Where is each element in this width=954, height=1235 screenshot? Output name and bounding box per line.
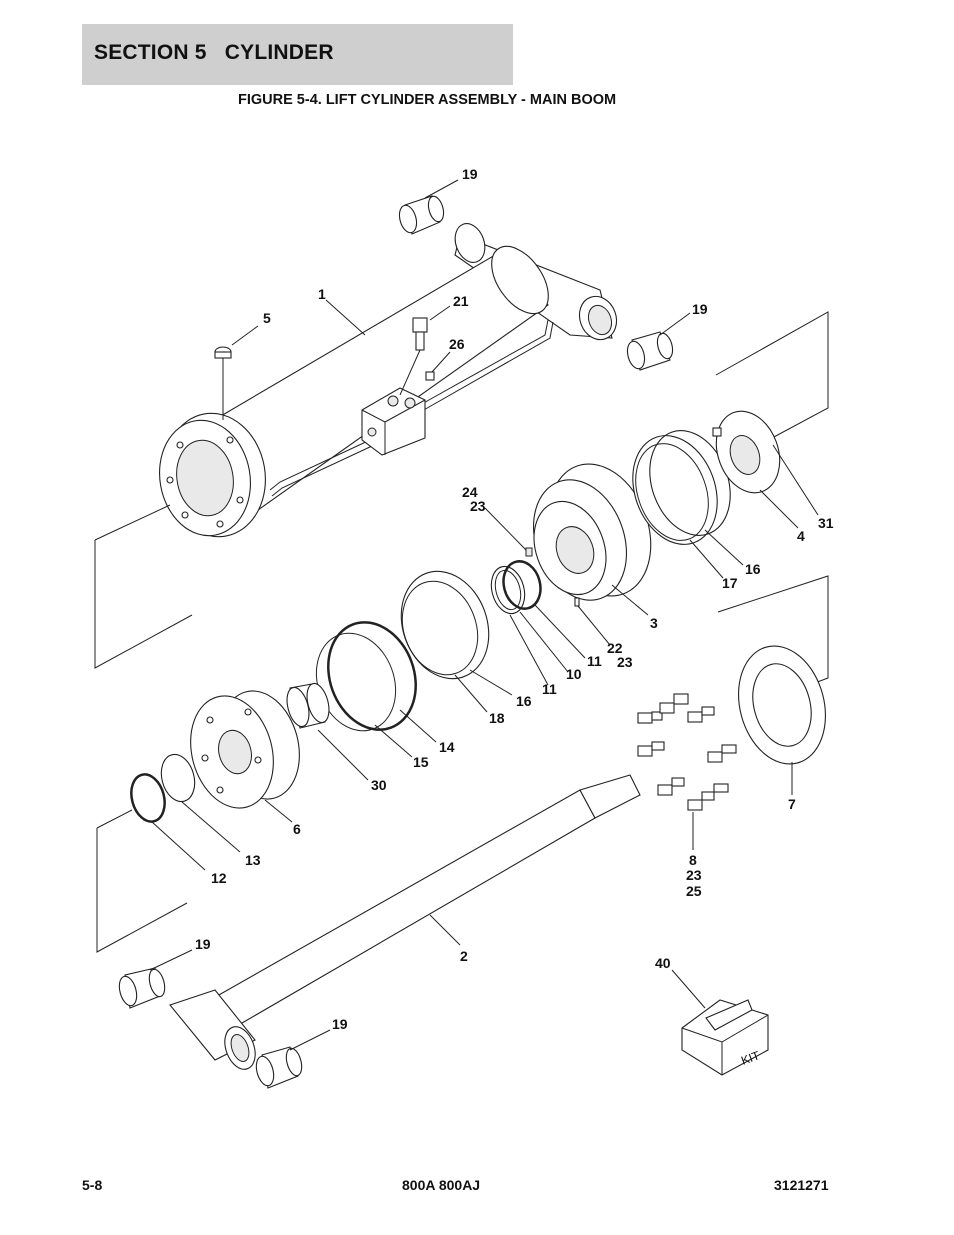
footer-model: 800A 800AJ <box>402 1177 481 1193</box>
bushing-top <box>398 179 459 235</box>
plug-5 <box>214 325 259 420</box>
gland-4 <box>712 410 819 529</box>
callout-30: 30 <box>371 777 387 793</box>
callout-23-bolts: 23 <box>686 867 702 883</box>
callout-5: 5 <box>263 310 271 326</box>
callout-16-right: 16 <box>745 561 761 577</box>
callout-14: 14 <box>439 739 455 755</box>
cylinder-rod-2 <box>169 774 641 1070</box>
callout-22: 22 <box>607 640 623 656</box>
setscrew-24 <box>484 507 533 557</box>
section-header: SECTION 5 CYLINDER <box>82 24 513 85</box>
section-title: SECTION 5 CYLINDER <box>94 41 334 64</box>
piston-3 <box>532 463 652 616</box>
seal-rings <box>490 560 586 686</box>
footer-page-number: 5-8 <box>82 1177 103 1193</box>
plug-26 <box>425 351 451 381</box>
wear-rings-right <box>632 430 744 579</box>
callout-11-upper: 11 <box>587 653 602 669</box>
callout-3: 3 <box>650 615 658 631</box>
callout-23-piston: 23 <box>470 498 486 514</box>
callouts: 19 19 19 19 1 5 21 26 24 23 31 4 16 17 3… <box>195 166 834 1068</box>
callout-13: 13 <box>245 852 261 868</box>
fitting-21 <box>399 305 451 396</box>
callout-26: 26 <box>449 336 465 352</box>
pin-22 <box>574 597 611 646</box>
callout-19-lower-left: 19 <box>195 936 211 952</box>
callout-23-pin: 23 <box>617 654 633 670</box>
kit-label: KIT <box>739 1048 762 1068</box>
bushing-right <box>626 312 691 371</box>
callout-12: 12 <box>211 870 227 886</box>
callout-31: 31 <box>818 515 834 531</box>
cylinder-barrel <box>159 223 618 538</box>
callout-19-top: 19 <box>462 166 478 182</box>
gasket-7 <box>738 645 826 795</box>
callout-19-lower-right: 19 <box>332 1016 348 1032</box>
callout-10: 10 <box>566 666 582 682</box>
callout-6: 6 <box>293 821 301 837</box>
callout-18: 18 <box>489 710 505 726</box>
callout-16-left: 16 <box>516 693 532 709</box>
figure-title: FIGURE 5-4. LIFT CYLINDER ASSEMBLY - MAI… <box>238 92 617 108</box>
kit-box-40 <box>671 969 769 1076</box>
bushing-lower-right <box>255 1029 331 1089</box>
footer-doc-number: 3121271 <box>774 1177 829 1193</box>
callout-1: 1 <box>318 286 326 302</box>
callout-25: 25 <box>686 883 702 899</box>
rings-12-13 <box>130 753 241 871</box>
callout-11-lower: 11 <box>542 681 557 697</box>
cylinder-head-6 <box>190 690 300 823</box>
callout-17: 17 <box>722 575 738 591</box>
callout-21: 21 <box>453 293 469 309</box>
callout-15: 15 <box>413 754 429 770</box>
callout-8: 8 <box>689 852 697 868</box>
callout-19-right: 19 <box>692 301 708 317</box>
bolts-8 <box>637 693 737 850</box>
callout-24: 24 <box>462 484 478 500</box>
callout-4: 4 <box>797 528 805 544</box>
callout-40: 40 <box>655 955 671 971</box>
callout-7: 7 <box>788 796 796 812</box>
spacer-30 <box>286 682 369 781</box>
wear-ring-18 <box>400 570 513 713</box>
bushing-lower-left <box>118 949 193 1009</box>
callout-2: 2 <box>460 948 468 964</box>
